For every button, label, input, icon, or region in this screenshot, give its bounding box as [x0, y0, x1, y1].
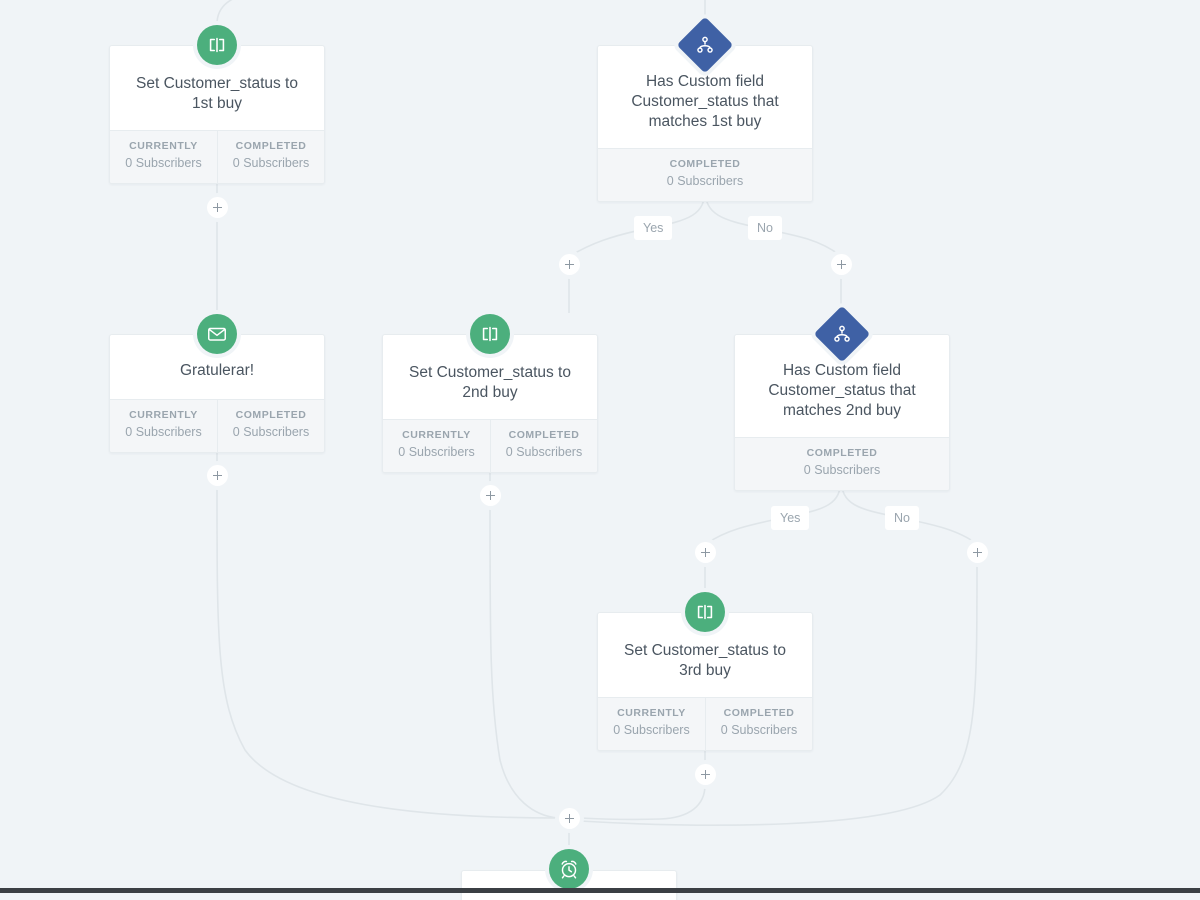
node-stats: CURRENTLY 0 Subscribers COMPLETED 0 Subs… [110, 130, 324, 183]
node-set-2nd-buy[interactable]: Set Customer_status to 2nd buy CURRENTLY… [382, 334, 598, 473]
stat-currently: CURRENTLY 0 Subscribers [598, 698, 705, 750]
stat-value: 0 Subscribers [125, 425, 202, 439]
node-stats: COMPLETED 0 Subscribers [598, 148, 812, 201]
add-step-button-1st-buy-no[interactable] [831, 254, 852, 275]
stat-completed: COMPLETED 0 Subscribers [598, 149, 812, 201]
node-card[interactable]: Set Customer_status to 1st buy CURRENTLY… [109, 45, 325, 184]
branch-label-yes-2nd-buy: Yes [771, 506, 810, 530]
add-step-button-after-1st-buy[interactable] [207, 197, 228, 218]
node-title: Set Customer_status to 2nd buy [409, 364, 571, 401]
stat-completed: COMPLETED 0 Subscribers [490, 420, 597, 472]
wire-email-to-merge [216, 486, 559, 819]
stat-currently: CURRENTLY 0 Subscribers [110, 400, 217, 452]
stat-currently: CURRENTLY 0 Subscribers [110, 131, 217, 183]
stat-label: COMPLETED [806, 447, 878, 459]
stat-value: 0 Subscribers [398, 445, 475, 459]
wire-incoming-top [216, 0, 233, 25]
stat-label: CURRENTLY [129, 140, 198, 152]
custom-field-icon [694, 601, 716, 623]
stat-completed: COMPLETED 0 Subscribers [217, 400, 324, 452]
stat-label: CURRENTLY [617, 707, 686, 719]
node-title: Has Custom field Customer_status that ma… [768, 362, 916, 419]
stat-completed: COMPLETED 0 Subscribers [735, 438, 949, 490]
stat-value: 0 Subscribers [720, 723, 798, 737]
custom-field-icon-badge[interactable] [197, 25, 237, 65]
stat-label: COMPLETED [723, 707, 795, 719]
stat-value: 0 Subscribers [666, 174, 744, 188]
custom-field-icon [479, 323, 501, 345]
add-step-button-after-email[interactable] [207, 465, 228, 486]
stat-value: 0 Subscribers [232, 156, 310, 170]
add-step-button-2nd-buy-no[interactable] [967, 542, 988, 563]
stat-label: COMPLETED [508, 429, 580, 441]
node-stats: CURRENTLY 0 Subscribers COMPLETED 0 Subs… [598, 697, 812, 750]
node-set-1st-buy[interactable]: Set Customer_status to 1st buy CURRENTLY… [109, 45, 325, 184]
branch-icon-badge-1st-buy[interactable] [676, 16, 734, 74]
stat-value: 0 Subscribers [505, 445, 583, 459]
envelope-icon-badge[interactable] [197, 314, 237, 354]
add-step-button-1st-buy-yes[interactable] [559, 254, 580, 275]
branch-icon-badge-2nd-buy[interactable] [813, 305, 871, 363]
add-step-button-merge[interactable] [559, 808, 580, 829]
branch-label-no-2nd-buy: No [885, 506, 919, 530]
stat-value: 0 Subscribers [613, 723, 690, 737]
node-card[interactable]: Set Customer_status to 2nd buy CURRENTLY… [382, 334, 598, 473]
stat-currently: CURRENTLY 0 Subscribers [383, 420, 490, 472]
stat-completed: COMPLETED 0 Subscribers [217, 131, 324, 183]
node-stats: CURRENTLY 0 Subscribers COMPLETED 0 Subs… [383, 419, 597, 472]
wire-n6-to-merge [579, 784, 706, 821]
node-title: Has Custom field Customer_status that ma… [631, 73, 779, 130]
custom-field-icon [206, 34, 228, 56]
node-stats: COMPLETED 0 Subscribers [735, 437, 949, 490]
alarm-clock-icon [558, 858, 580, 880]
custom-field-icon-badge-3rd[interactable] [685, 592, 725, 632]
branch-label-no-1st-buy: No [748, 216, 782, 240]
wire-n4-to-merge [489, 506, 559, 819]
branch-icon [831, 323, 853, 345]
add-step-button-2nd-buy-yes[interactable] [695, 542, 716, 563]
alarm-clock-icon-badge[interactable] [549, 849, 589, 889]
add-step-button-after-3rd-buy[interactable] [695, 764, 716, 785]
add-step-button-after-2nd-buy[interactable] [480, 485, 501, 506]
stat-value: 0 Subscribers [125, 156, 202, 170]
envelope-icon [206, 323, 228, 345]
stat-label: CURRENTLY [129, 409, 198, 421]
stat-completed: COMPLETED 0 Subscribers [705, 698, 812, 750]
branch-label-yes-1st-buy: Yes [634, 216, 673, 240]
node-title: Gratulerar! [179, 362, 255, 379]
stat-label: CURRENTLY [402, 429, 471, 441]
stat-label: COMPLETED [235, 140, 307, 152]
stat-value: 0 Subscribers [232, 425, 310, 439]
node-title: Set Customer_status to 1st buy [136, 75, 298, 112]
window-bottom-chrome [0, 888, 1200, 893]
stat-value: 0 Subscribers [803, 463, 881, 477]
stat-label: COMPLETED [235, 409, 307, 421]
node-set-3rd-buy[interactable]: Set Customer_status to 3rd buy CURRENTLY… [597, 612, 813, 751]
stat-label: COMPLETED [669, 158, 741, 170]
branch-icon [694, 34, 716, 56]
node-stats: CURRENTLY 0 Subscribers COMPLETED 0 Subs… [110, 399, 324, 452]
node-card[interactable]: Set Customer_status to 3rd buy CURRENTLY… [597, 612, 813, 751]
custom-field-icon-badge-2nd[interactable] [470, 314, 510, 354]
